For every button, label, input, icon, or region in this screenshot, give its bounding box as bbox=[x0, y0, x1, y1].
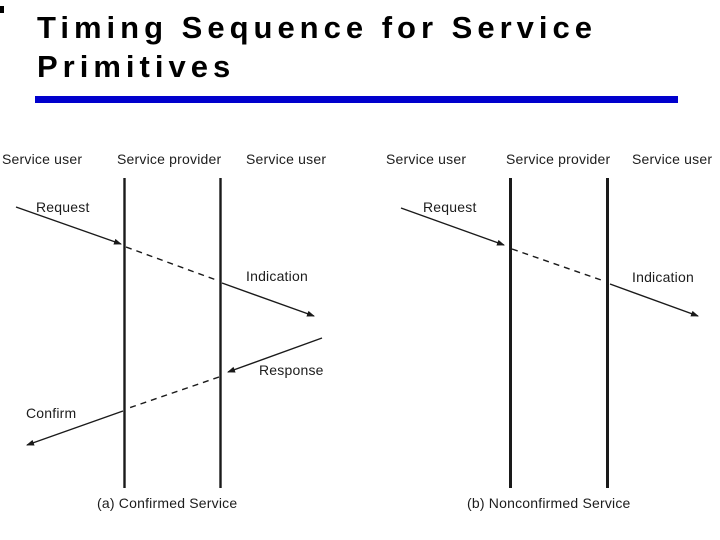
confirm-arrow-a bbox=[26, 410, 124, 446]
primitive-label-b-indication: Indication bbox=[632, 269, 694, 285]
column-label-b-service-provider: Service provider bbox=[506, 151, 611, 167]
column-label-a-service-provider: Service provider bbox=[117, 151, 222, 167]
indication-arrow-a bbox=[221, 282, 315, 317]
title-underline-bar bbox=[35, 96, 678, 103]
caption-b-nonconfirmed-service: (b) Nonconfirmed Service bbox=[467, 495, 631, 511]
provider-transit-dashed-a-down bbox=[125, 246, 220, 282]
provider-transit-dashed-b bbox=[511, 248, 605, 282]
indication-arrow-b bbox=[609, 283, 699, 317]
primitive-label-a-response: Response bbox=[259, 362, 324, 378]
column-label-a-service-user-right: Service user bbox=[246, 151, 327, 167]
column-label-b-service-user-right: Service user bbox=[632, 151, 713, 167]
primitive-label-a-indication: Indication bbox=[246, 268, 308, 284]
caption-a-confirmed-service: (a) Confirmed Service bbox=[97, 495, 238, 511]
corner-artifact bbox=[0, 6, 4, 13]
request-arrow-a bbox=[15, 206, 122, 245]
column-label-b-service-user-left: Service user bbox=[386, 151, 467, 167]
column-label-a-service-user-left: Service user bbox=[2, 151, 83, 167]
provider-transit-dashed-a-up bbox=[125, 376, 220, 410]
primitive-label-a-request: Request bbox=[36, 199, 90, 215]
primitive-label-a-confirm: Confirm bbox=[26, 405, 77, 421]
diagram-b-nonconfirmed bbox=[400, 178, 699, 488]
diagram-a-confirmed bbox=[15, 178, 323, 488]
request-arrow-b bbox=[400, 207, 505, 246]
response-arrow-a bbox=[227, 337, 323, 373]
slide-title: Timing Sequence for Service Primitives bbox=[37, 10, 597, 84]
primitive-label-b-request: Request bbox=[423, 199, 477, 215]
